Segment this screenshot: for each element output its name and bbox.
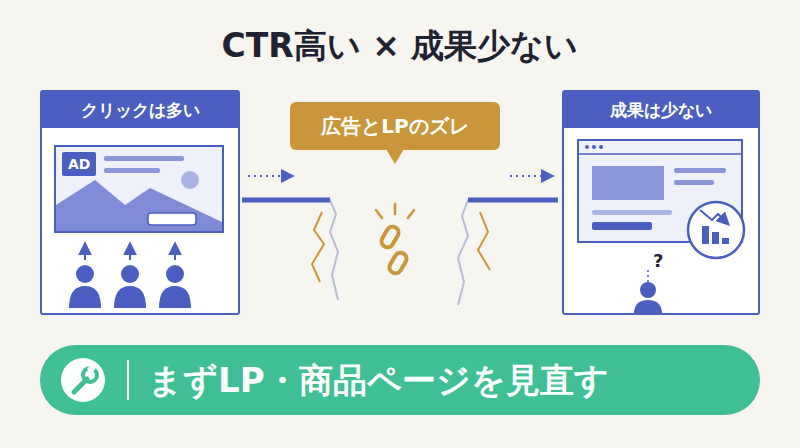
decline-chart-icon-part	[702, 226, 709, 244]
broken-bridge	[242, 200, 558, 305]
decline-chart-icon-part	[722, 238, 729, 244]
landing-page-icon-part	[578, 153, 742, 155]
landing-page-icon-part	[592, 222, 652, 230]
node-text: 成果は少ない	[564, 92, 758, 128]
landing-page-icon-part	[592, 210, 672, 215]
panel-fill	[40, 90, 760, 315]
broken-bridge-part	[379, 224, 408, 275]
action-bar-part	[40, 345, 760, 415]
panel-box: クリックは多い AD	[40, 90, 240, 315]
user-icons-part	[121, 265, 139, 283]
decline-chart-icon	[688, 202, 744, 258]
broken-bridge-part	[458, 200, 468, 305]
panel-fill-part	[40, 90, 240, 315]
confused-user-part	[647, 268, 649, 282]
ad-card	[55, 146, 223, 232]
broken-bridge-part	[478, 212, 490, 270]
landing-page-icon-part	[674, 168, 726, 173]
broken-bridge-part-part	[387, 250, 408, 275]
user-icons-part	[76, 265, 94, 283]
confused-user-part	[634, 300, 662, 314]
node-text: クリックは多い	[42, 92, 238, 128]
ad-card-part	[181, 171, 199, 189]
landing-page-icon-part	[592, 145, 596, 149]
node-text: 広告とLPのズレ	[321, 102, 468, 150]
user-icons-part	[159, 286, 191, 308]
action-bar: まずLP・商品ページを見直す	[40, 345, 760, 415]
panel-fill-part	[562, 90, 760, 315]
broken-bridge-part	[242, 200, 338, 300]
user-icons-part	[69, 286, 101, 308]
user-icons-part	[114, 286, 146, 308]
question-mark: ?	[653, 250, 663, 271]
broken-bridge-part	[376, 204, 414, 218]
flow-arrow-part	[510, 175, 552, 177]
node-text: まずLP・商品ページを見直す	[148, 345, 609, 415]
broken-bridge-part-part	[379, 224, 400, 249]
callout-box: 広告とLPのズレ	[290, 102, 500, 150]
landing-page-icon-part	[599, 145, 603, 149]
user-icons-part	[166, 265, 184, 283]
callout-pointer	[386, 149, 404, 164]
user-icons-part	[174, 244, 176, 260]
broken-bridge-part	[312, 212, 324, 282]
panel-box: 成果は少ない	[562, 90, 760, 315]
broken-bridge-part	[468, 198, 558, 203]
decline-chart-icon-part	[700, 210, 728, 224]
user-icons-part	[84, 244, 86, 260]
action-bar	[40, 345, 760, 415]
node-text: AD	[68, 152, 90, 176]
ad-badge: AD	[62, 152, 96, 176]
ad-card-part	[55, 146, 223, 232]
broken-bridge-part-part	[408, 210, 414, 218]
broken-bridge-part-part	[394, 204, 397, 214]
broken-bridge-part	[242, 198, 330, 203]
ad-card-part	[148, 213, 196, 225]
decline-chart-icon-part	[712, 232, 719, 244]
landing-page-icon-part	[592, 166, 664, 200]
flow-arrow-part	[248, 175, 292, 177]
action-bar-part	[87, 363, 97, 373]
action-bar-part	[127, 360, 129, 400]
user-icons-part	[129, 244, 131, 260]
ad-card-part	[104, 156, 184, 161]
landing-page-icon-part	[674, 180, 714, 185]
confused-user-part	[640, 282, 656, 298]
decline-chart-icon-part	[688, 202, 744, 258]
ad-card-part	[104, 168, 160, 173]
ad-card-part	[56, 180, 222, 231]
user-icons	[69, 244, 191, 308]
confused-user	[634, 268, 662, 314]
broken-bridge-part-part	[376, 210, 382, 218]
flow-arrow	[248, 175, 552, 177]
action-bar-part	[61, 358, 105, 402]
landing-page-icon-part	[585, 145, 589, 149]
diagram-title: CTR高い × 成果少ない	[0, 24, 800, 69]
